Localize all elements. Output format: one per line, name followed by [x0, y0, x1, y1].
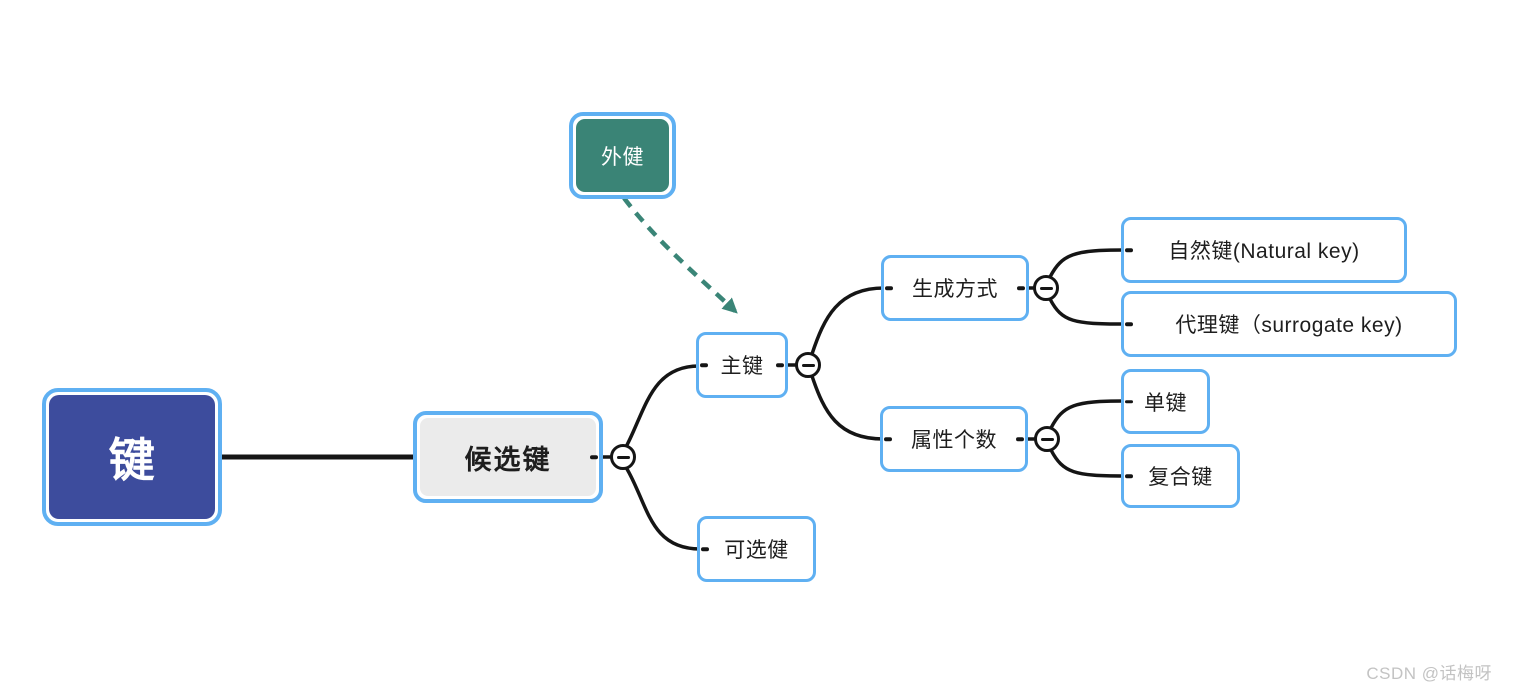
- connector-primary-attr-count: [810, 374, 885, 441]
- node-label: 属性个数: [911, 429, 997, 452]
- collapse-minus-icon[interactable]: [1033, 275, 1059, 301]
- minus-bar: [616, 455, 630, 459]
- node-root-key[interactable]: 键: [42, 388, 222, 526]
- connector-candidate-alternate: [625, 467, 702, 551]
- node-label: 外健: [601, 145, 644, 169]
- node-candidate-key[interactable]: 候选键: [413, 411, 603, 503]
- node-label: 候选键: [464, 444, 552, 475]
- node-single-key[interactable]: 单键: [1121, 369, 1210, 434]
- node-attribute-count[interactable]: 属性个数: [880, 406, 1028, 472]
- node-label: 复合键: [1148, 466, 1213, 489]
- connector-candidate-primary: [625, 364, 701, 447]
- minus-bar: [1039, 286, 1053, 290]
- collapse-minus-icon[interactable]: [795, 352, 821, 378]
- node-primary-key[interactable]: 主键: [696, 332, 788, 398]
- minus-bar: [801, 363, 815, 367]
- csdn-watermark: CSDN @话梅呀: [1366, 664, 1492, 683]
- node-natural-key[interactable]: 自然键(Natural key): [1121, 217, 1407, 283]
- connector-attr-count-composite: [1049, 448, 1126, 478]
- node-label: 自然键(Natural key): [1168, 240, 1360, 263]
- collapse-minus-icon[interactable]: [1034, 426, 1060, 452]
- connector-attr-count-single: [1049, 399, 1126, 430]
- node-foreign-key[interactable]: 外健: [569, 112, 676, 199]
- node-label: 单键: [1144, 391, 1187, 415]
- node-generation-method[interactable]: 生成方式: [881, 255, 1029, 321]
- collapse-minus-icon[interactable]: [610, 444, 636, 470]
- node-foreign-core: 外健: [576, 119, 669, 192]
- relation-arrow-foreign-primary: [622, 196, 738, 314]
- node-root-core: 键: [49, 395, 215, 519]
- node-label: 可选健: [724, 539, 789, 562]
- node-label: 生成方式: [912, 278, 998, 301]
- node-alternate-key[interactable]: 可选健: [697, 516, 816, 582]
- node-label: 键: [108, 434, 156, 486]
- minus-bar: [1040, 437, 1054, 441]
- node-label: 代理键（surrogate key): [1175, 314, 1403, 337]
- node-candidate-core: 候选键: [420, 418, 596, 496]
- connector-primary-generation: [810, 286, 886, 356]
- node-surrogate-key[interactable]: 代理键（surrogate key): [1121, 291, 1457, 357]
- connector-generation-natural: [1048, 248, 1126, 279]
- node-composite-key[interactable]: 复合键: [1121, 444, 1240, 508]
- node-label: 主键: [720, 355, 764, 378]
- connector-generation-surrogate: [1048, 297, 1126, 326]
